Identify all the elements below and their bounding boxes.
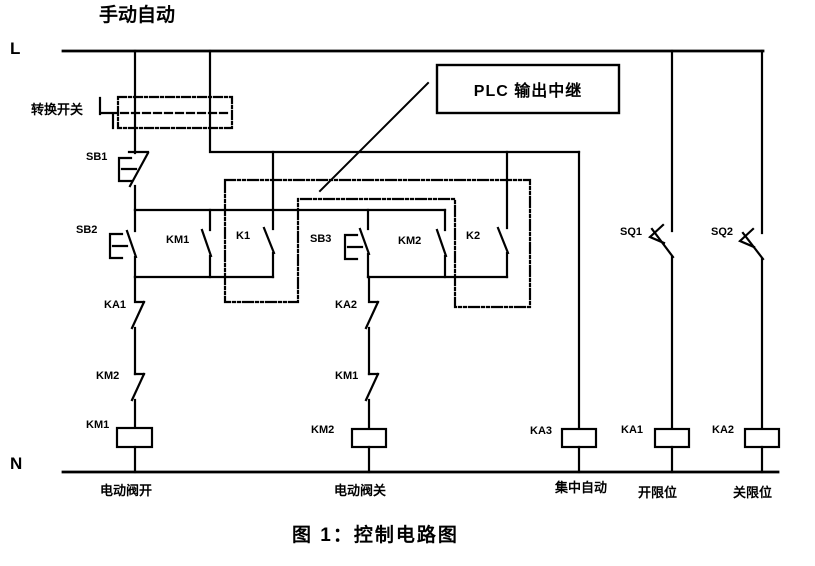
- ka1-contact-symbol: [130, 275, 146, 376]
- neutral-bus-label: N: [10, 454, 23, 473]
- close-limit-caption: 关限位: [733, 485, 773, 500]
- ka1-coil-label: KA1: [621, 424, 644, 436]
- ka2-contact-label: KA2: [335, 299, 358, 311]
- sq1-label: SQ1: [620, 226, 643, 238]
- km2-coil-label: KM2: [311, 424, 335, 436]
- k1-contact-symbol: [262, 150, 276, 279]
- k2-contact-label: K2: [466, 230, 481, 242]
- ka1-coil-symbol: [653, 427, 691, 474]
- plc-callout-box: [318, 63, 621, 193]
- sq2-label: SQ2: [711, 226, 734, 238]
- ka3-coil-label: KA3: [530, 425, 553, 437]
- live-bus-label: L: [10, 39, 21, 58]
- km2-interlock-contact-label: KM2: [96, 370, 120, 382]
- km1-coil-label: KM1: [86, 419, 110, 431]
- ka1-contact-label: KA1: [104, 299, 127, 311]
- sb2-label: SB2: [76, 224, 98, 236]
- sq1-limit-switch-symbol: [648, 49, 675, 431]
- figure-title: 图 1：控制电路图: [292, 525, 459, 546]
- plc-relay-group-outline: [223, 178, 532, 309]
- junction-lines: [133, 208, 509, 279]
- km2-seal-in-contact-symbol: [435, 208, 448, 279]
- ka2-coil-label: KA2: [712, 424, 735, 436]
- sq2-limit-switch-symbol: [738, 49, 765, 431]
- km1-coil-symbol: [115, 426, 154, 474]
- sb2-pushbutton-symbol: [108, 208, 138, 279]
- km2-seal-in-contact-label: KM2: [398, 235, 422, 247]
- valve-close-caption: 电动阀关: [334, 483, 387, 498]
- auto-rail-line: [208, 49, 581, 154]
- k2-contact-symbol: [496, 150, 510, 279]
- km2-coil-symbol: [350, 427, 388, 474]
- km1-interlock-contact-label: KM1: [335, 370, 359, 382]
- valve-open-caption: 电动阀开: [100, 483, 153, 498]
- km1-interlock-contact-symbol: [364, 372, 380, 431]
- k1-contact-label: K1: [236, 230, 251, 242]
- sb1-label: SB1: [86, 151, 108, 163]
- plc-output-relay-callout-label: PLC 输出中继: [473, 83, 583, 100]
- ka3-coil-symbol: [560, 150, 598, 474]
- sb1-pushbutton-symbol: [117, 49, 150, 212]
- km1-seal-in-contact-label: KM1: [166, 234, 190, 246]
- km2-interlock-contact-symbol: [130, 372, 146, 430]
- km1-seal-in-contact-symbol: [200, 208, 213, 279]
- sb3-label: SB3: [310, 233, 332, 245]
- central-auto-caption: 集中自动: [555, 480, 608, 495]
- changeover-switch-symbol: [98, 95, 234, 130]
- mode-label: 手动自动: [99, 5, 176, 26]
- open-limit-caption: 开限位: [638, 485, 678, 500]
- ka2-contact-symbol: [364, 275, 380, 376]
- changeover-switch-label: 转换开关: [31, 102, 84, 117]
- sb3-pushbutton-symbol: [343, 208, 371, 279]
- ka2-coil-symbol: [743, 427, 781, 474]
